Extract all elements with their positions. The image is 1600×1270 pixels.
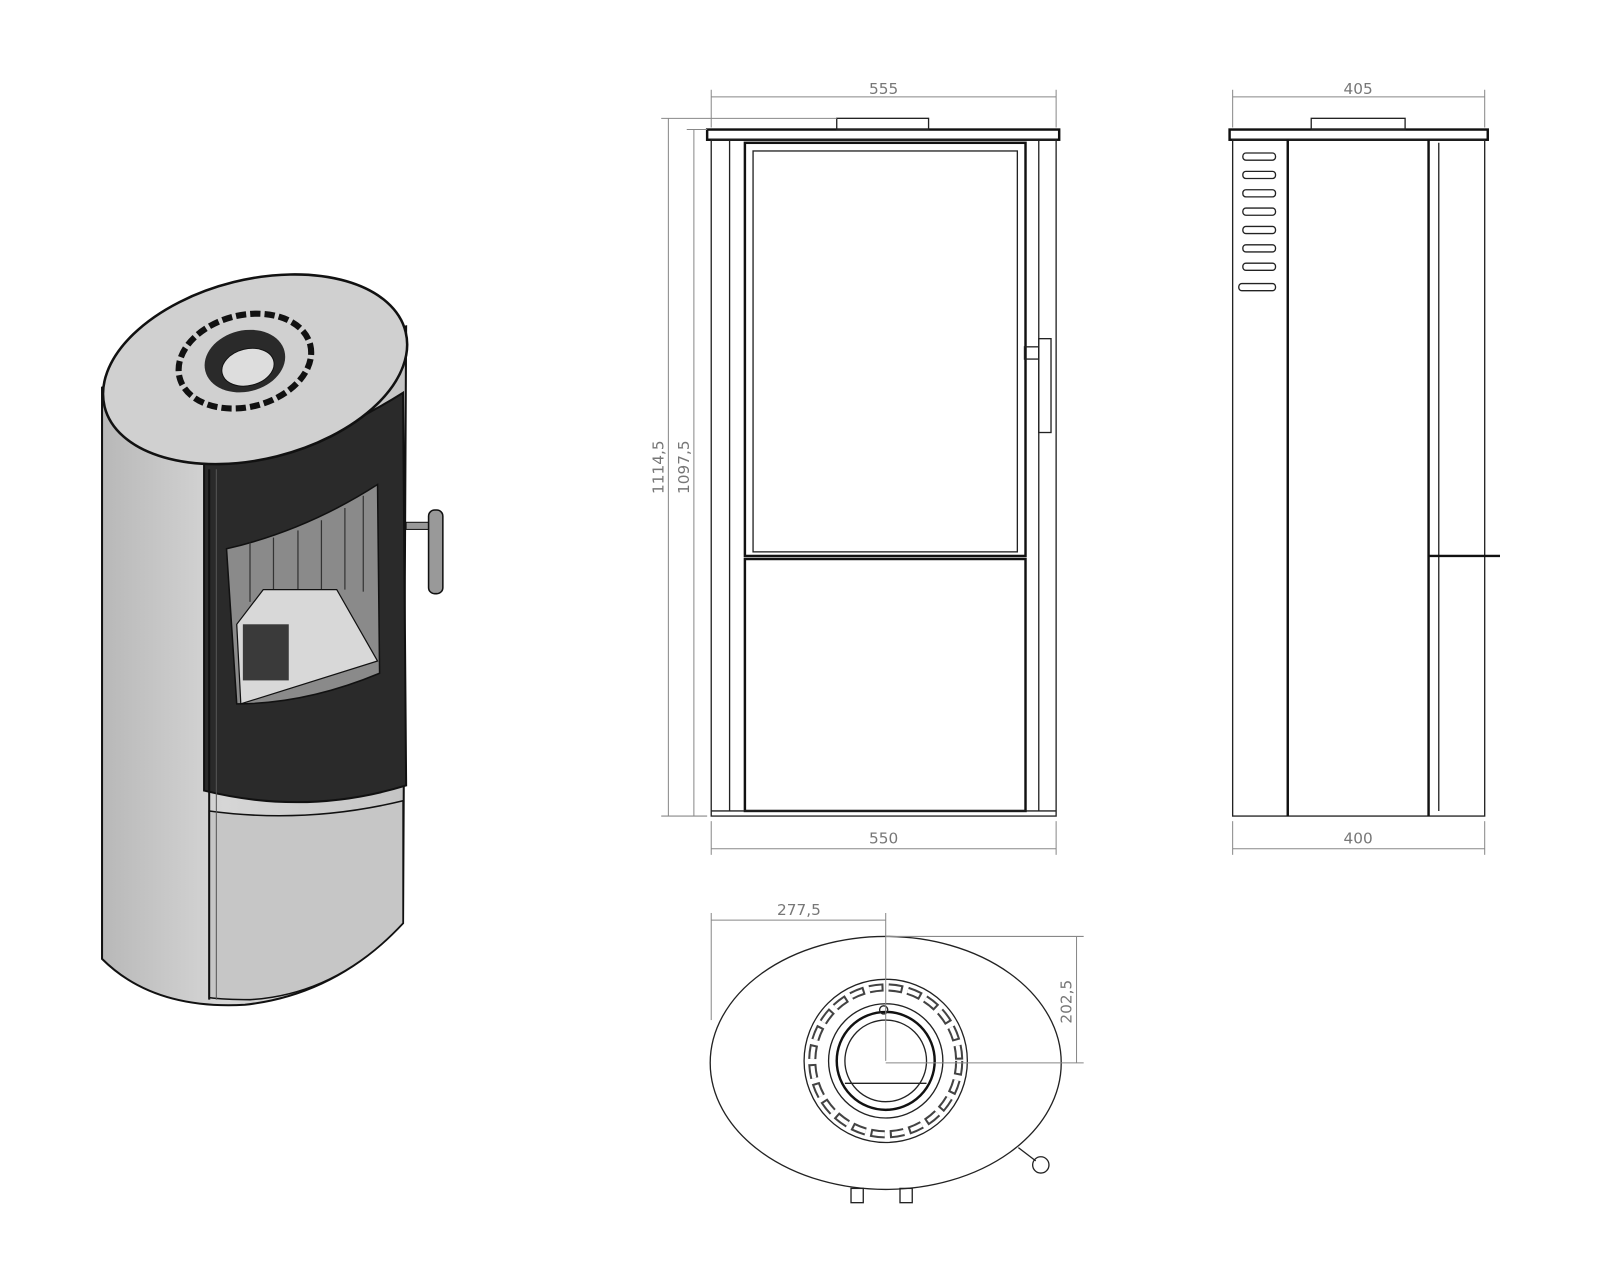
front-view [705, 117, 1061, 817]
air-vents [1238, 152, 1277, 292]
glass-door [743, 141, 1027, 558]
flue-opening [221, 347, 275, 387]
door-handle[interactable] [405, 509, 444, 595]
side-view [1228, 117, 1500, 817]
dim-front-bottom-width: 550 [869, 830, 898, 848]
foot [899, 1187, 913, 1204]
ash-grate [242, 624, 289, 681]
dim-side-top-depth: 405 [1344, 80, 1373, 98]
lower-panel [743, 557, 1027, 813]
vent-ring [175, 310, 315, 412]
dim-body-height: 1097,5 [675, 440, 693, 494]
foot [850, 1187, 864, 1204]
handle-knob [1031, 1156, 1050, 1174]
dimension-lines [661, 89, 1486, 1064]
front-door-handle[interactable] [1023, 338, 1052, 434]
dim-flue-offset-x: 277,5 [777, 901, 821, 919]
lower-door [208, 799, 404, 1001]
dim-side-bottom-depth: 400 [1344, 830, 1373, 848]
isometric-view [101, 273, 444, 1007]
dim-flue-offset-y: 202,5 [1057, 980, 1075, 1024]
firebrick-lines [249, 495, 364, 602]
dim-front-top-width: 555 [869, 80, 898, 98]
dim-total-height: 1114,5 [649, 440, 667, 494]
